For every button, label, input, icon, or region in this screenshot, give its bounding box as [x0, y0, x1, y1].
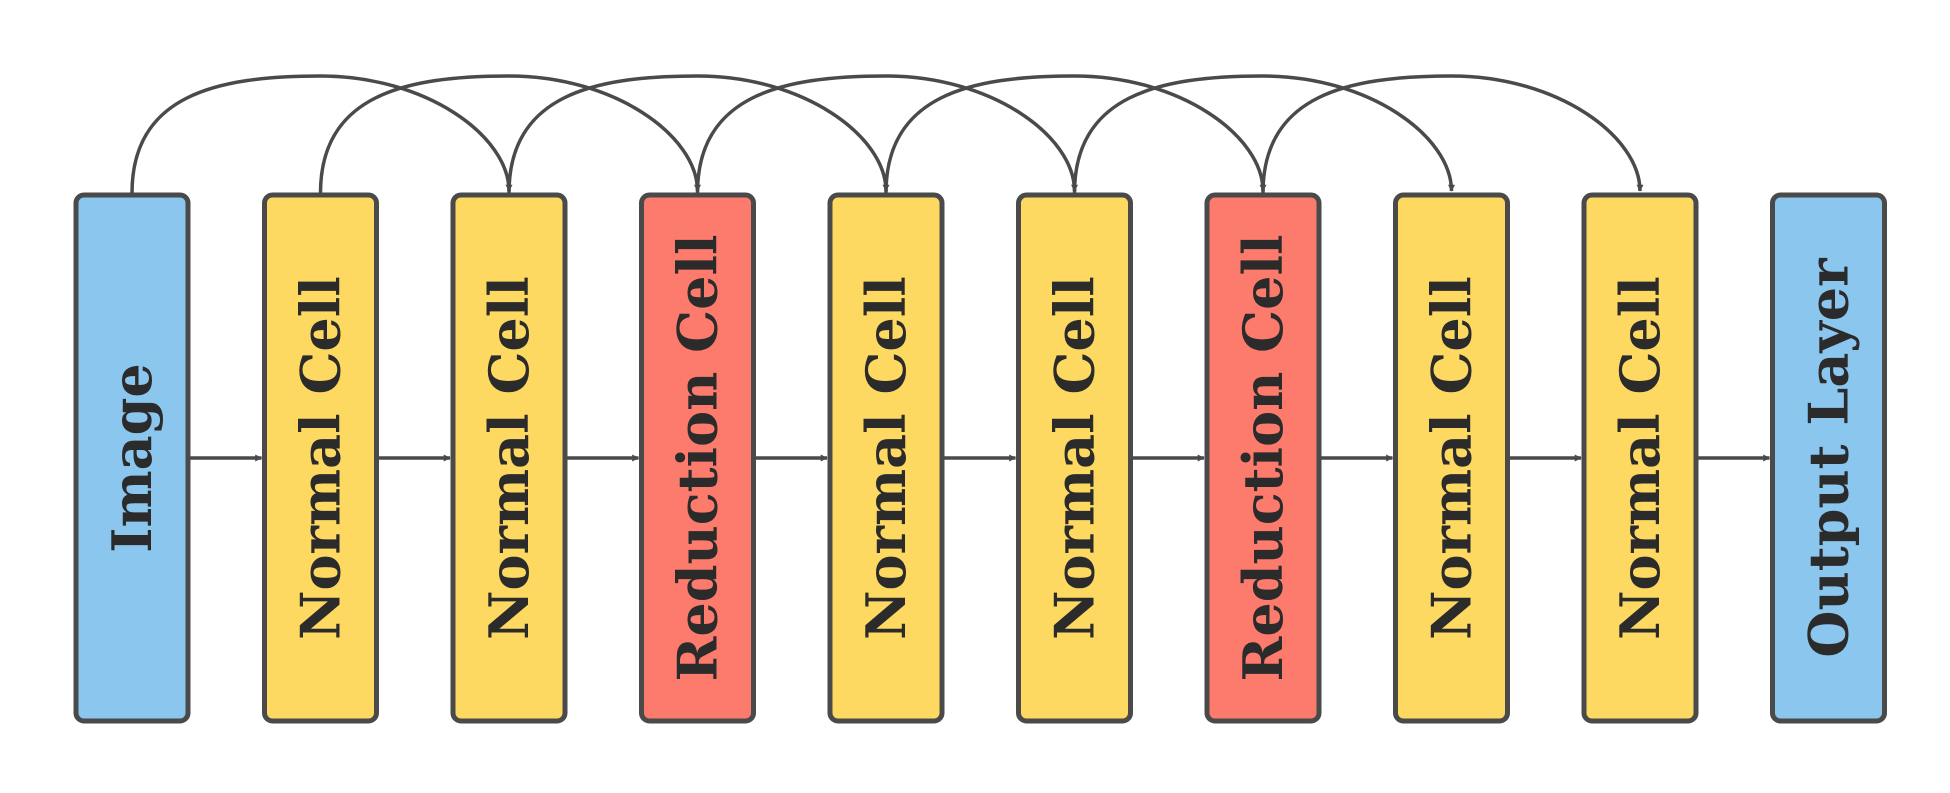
- cell-label: Normal Cell: [1043, 276, 1107, 640]
- cell-box: [1770, 192, 1887, 724]
- cell-box: [262, 192, 379, 724]
- cell-box: [1016, 192, 1133, 724]
- cell-box: [1581, 192, 1699, 724]
- cell-label: Normal Cell: [1420, 276, 1484, 640]
- skip-connection-arrow: [1261, 74, 1644, 194]
- skip-connections: [130, 74, 1644, 194]
- cell-node-normal: Normal Cell: [262, 192, 379, 724]
- cell-label: Output Layer: [1797, 258, 1861, 658]
- cell-node-normal: Normal Cell: [827, 192, 945, 724]
- cell-node-normal: Normal Cell: [450, 192, 568, 724]
- cell-box: [639, 192, 756, 724]
- skip-connection-arrow: [130, 74, 513, 194]
- cell-label: Normal Cell: [477, 276, 541, 640]
- skip-connection-arrow: [1072, 74, 1455, 194]
- cell-label: Reduction Cell: [1231, 234, 1295, 681]
- cell-label: Normal Cell: [289, 276, 353, 640]
- cell-node-reduction: Reduction Cell: [639, 192, 756, 724]
- cell-label: Image: [100, 363, 164, 553]
- cell-label: Normal Cell: [1608, 276, 1672, 640]
- cell-nodes: Image Normal Cell Normal Cell Reduction Cel…: [73, 192, 1887, 724]
- cell-box: [1393, 192, 1510, 724]
- skip-connection-arrow: [318, 74, 701, 194]
- cell-node-normal: Normal Cell: [1581, 192, 1699, 724]
- cell-label: Reduction Cell: [666, 234, 730, 681]
- cell-node-input: Image: [73, 192, 191, 724]
- cell-node-output: Output Layer: [1770, 192, 1887, 724]
- cell-box: [450, 192, 568, 724]
- skip-connection-arrow: [884, 74, 1267, 194]
- cell-label: Normal Cell: [854, 276, 918, 640]
- skip-connection-arrow: [695, 74, 1078, 194]
- skip-connection-arrow: [507, 74, 890, 194]
- cell-box: [827, 192, 945, 724]
- cell-node-normal: Normal Cell: [1393, 192, 1510, 724]
- cell-node-normal: Normal Cell: [1016, 192, 1133, 724]
- cell-node-reduction: Reduction Cell: [1204, 192, 1322, 724]
- cell-box: [1204, 192, 1322, 724]
- cell-box: [73, 192, 191, 724]
